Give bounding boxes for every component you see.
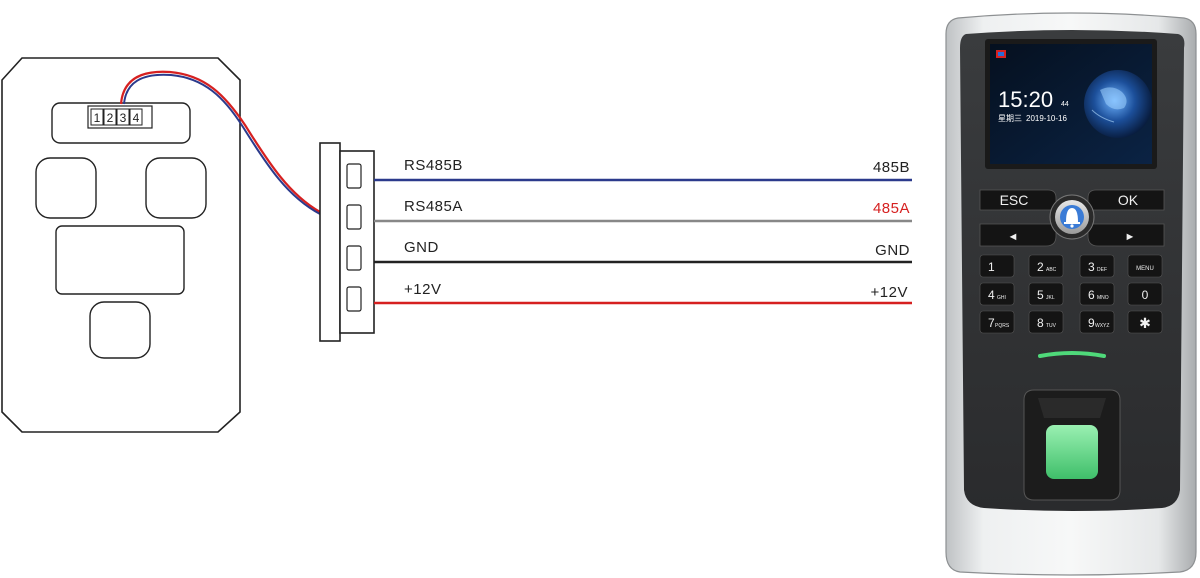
wire-12v: +12V +12V [374,281,912,305]
key-menu[interactable]: MENU [1127,254,1163,278]
svg-text:MENU: MENU [1136,266,1154,272]
clock-seconds: 44 [1061,101,1069,108]
reader-pad-left [35,157,97,219]
wire-right-label: 485A [873,200,910,217]
clock-time: 15:20 [998,87,1053,112]
esc-button[interactable]: ESC [979,189,1057,211]
wire-left-label: RS485A [404,198,463,215]
ok-label: OK [1118,192,1139,208]
svg-text:4: 4 [988,288,995,302]
sensor-glass [1046,425,1098,479]
svg-text:3: 3 [1088,260,1095,274]
terminal-screen: 15:20 44 星期三 2019-10-16 [985,39,1157,169]
reader-pad-right [145,157,207,219]
svg-text:TUV: TUV [1046,323,1057,329]
pin-4-label: 4 [133,111,140,125]
svg-text:DEF: DEF [1097,267,1107,273]
svg-text:WXYZ: WXYZ [1095,323,1109,329]
wire-right-label: GND [875,242,910,259]
svg-text:JKL: JKL [1046,295,1055,301]
pin-3-label: 3 [120,111,127,125]
pin-2-label: 2 [107,111,114,125]
reader-cable [119,70,321,215]
svg-text:9: 9 [1088,316,1095,330]
clock-date: 2019-10-16 [1026,114,1067,123]
wire-left-label: +12V [404,281,441,298]
ok-button[interactable]: OK [1087,189,1165,211]
pin-1-label: 1 [94,111,101,125]
fingerprint-sensor[interactable] [1023,389,1121,501]
wire-rs485a: RS485A 485A [374,198,912,223]
key-0[interactable]: 0 [1127,282,1163,306]
left-arrow-button[interactable]: ◄ [979,223,1057,247]
status-led [1038,351,1106,358]
card-reader: 1 2 3 4 [1,57,241,433]
wire-right-label: 485B [873,159,910,176]
wire-gnd: GND GND [374,239,912,264]
svg-text:MNO: MNO [1097,295,1109,301]
svg-text:1: 1 [988,260,995,274]
terminal-connector [319,142,375,342]
svg-text:6: 6 [1088,288,1095,302]
key-1[interactable]: 1 [979,254,1015,278]
right-arrow-button[interactable]: ► [1087,223,1165,247]
right-arrow-icon: ► [1125,231,1136,243]
wire-left-label: RS485B [404,157,463,174]
clock-weekday: 星期三 [998,114,1022,123]
svg-text:ABC: ABC [1046,267,1057,273]
svg-text:7: 7 [988,316,995,330]
esc-label: ESC [1000,192,1029,208]
wire-rs485b: RS485B 485B [374,157,912,182]
reader-pad-center [55,225,185,295]
svg-text:✱: ✱ [1139,315,1151,331]
left-arrow-icon: ◄ [1008,231,1019,243]
svg-text:PQRS: PQRS [995,323,1010,329]
wire-right-label: +12V [871,284,908,301]
doorbell-button[interactable] [1049,194,1095,240]
fingerprint-terminal: 15:20 44 星期三 2019-10-16 ESC OK ◄ ► [945,12,1197,576]
svg-text:5: 5 [1037,288,1044,302]
wire-left-label: GND [404,239,439,256]
reader-pins: 1 2 3 4 [90,108,143,126]
bell-icon [1064,208,1080,228]
svg-text:8: 8 [1037,316,1044,330]
svg-text:0: 0 [1142,288,1149,302]
key-star[interactable]: ✱ [1127,310,1163,334]
svg-text:2: 2 [1037,260,1044,274]
svg-text:GHI: GHI [997,295,1006,301]
reader-pad-bottom [89,301,151,359]
